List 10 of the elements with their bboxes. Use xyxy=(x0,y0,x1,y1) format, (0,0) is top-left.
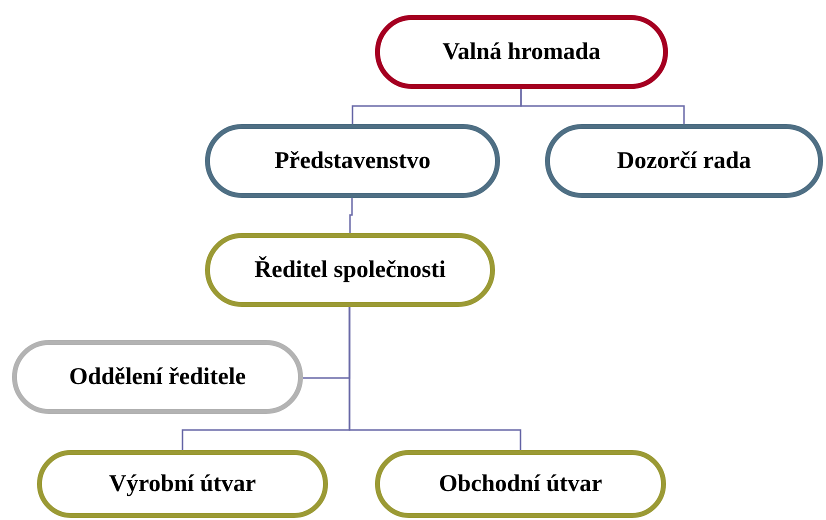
unit-name: Oddělení ředitele xyxy=(69,364,246,390)
unit-name: Dozorčí rada xyxy=(617,148,751,174)
connector-line xyxy=(349,198,353,233)
unit-name: Obchodní útvar xyxy=(438,470,602,498)
unit-name: Valná hromada xyxy=(442,38,601,66)
unit-name: Ředitel společnosti xyxy=(254,256,446,284)
connector-line xyxy=(348,307,522,450)
unit-name: Výrobní útvar xyxy=(109,470,256,498)
connector-line xyxy=(520,89,685,124)
unit-name: Představenstvo xyxy=(274,148,430,174)
